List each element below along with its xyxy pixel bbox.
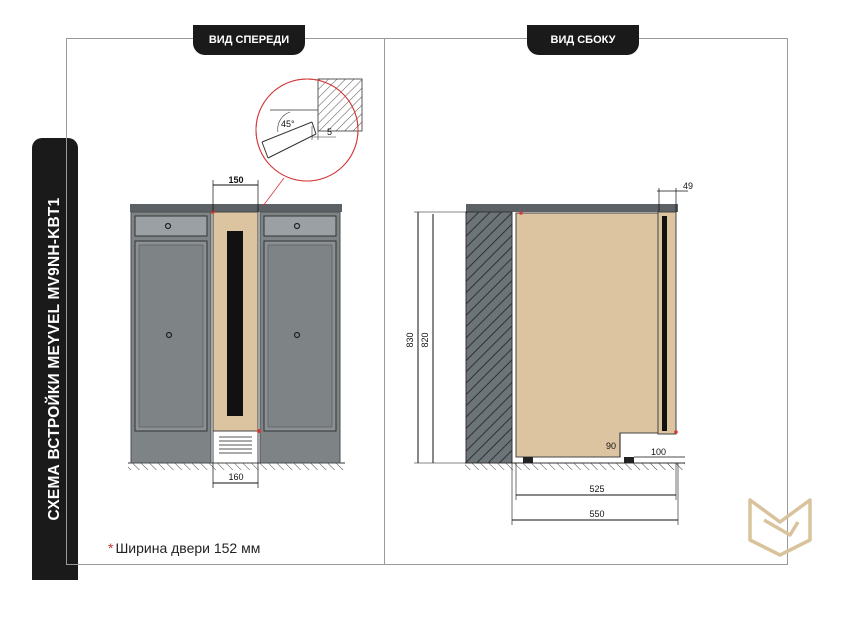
dim-820: 820 (420, 214, 434, 463)
brand-logo-icon (748, 498, 812, 557)
side-countertop (466, 204, 678, 212)
tab-side-view: ВИД СБОКУ (527, 25, 639, 55)
front-view: 150 160 45° 5 (128, 78, 363, 488)
door-width-note: *Ширина двери 152 мм (108, 540, 260, 556)
dim-90: 90 (606, 433, 621, 457)
dim-100: 100 (634, 447, 685, 458)
dim-820-label: 820 (420, 332, 430, 347)
note-text: Ширина двери 152 мм (115, 540, 261, 556)
wine-fridge-front (211, 210, 261, 464)
right-cabinet (259, 211, 341, 464)
dim-525-label: 525 (589, 484, 604, 494)
left-cabinet (130, 211, 212, 464)
dim-525: 525 (515, 463, 677, 500)
dim-100-label: 100 (651, 447, 666, 457)
detail-leader (262, 177, 285, 207)
dim-550-label: 550 (589, 509, 604, 519)
detail-circle: 45° 5 (255, 78, 363, 182)
front-floor-hatch (128, 463, 345, 470)
front-countertop (130, 204, 342, 212)
dim-49: 49 (657, 181, 693, 212)
dim-top-width-label: 150 (228, 175, 243, 185)
side-view: 49 830 820 90 100 525 (405, 181, 693, 525)
dim-90-label: 90 (606, 441, 616, 451)
side-title-bar (32, 138, 78, 580)
detail-gap-label: 5 (327, 127, 332, 137)
drawing-frame (66, 38, 788, 565)
dim-bottom-width-label: 160 (228, 472, 243, 482)
dim-550: 550 (511, 463, 679, 525)
dim-150: 150 (212, 175, 259, 212)
tab-front-view: ВИД СПЕРЕДИ (193, 25, 305, 55)
dim-830-label: 830 (405, 332, 415, 347)
dim-49-label: 49 (683, 181, 693, 191)
view-divider (384, 38, 385, 565)
side-wall (465, 211, 513, 464)
wine-fridge-side (515, 211, 678, 463)
dim-160: 160 (212, 463, 259, 488)
note-marker: * (108, 540, 114, 556)
dim-830: 830 (405, 211, 466, 464)
detail-angle-label: 45° (281, 119, 295, 129)
side-floor-hatch (465, 463, 685, 470)
